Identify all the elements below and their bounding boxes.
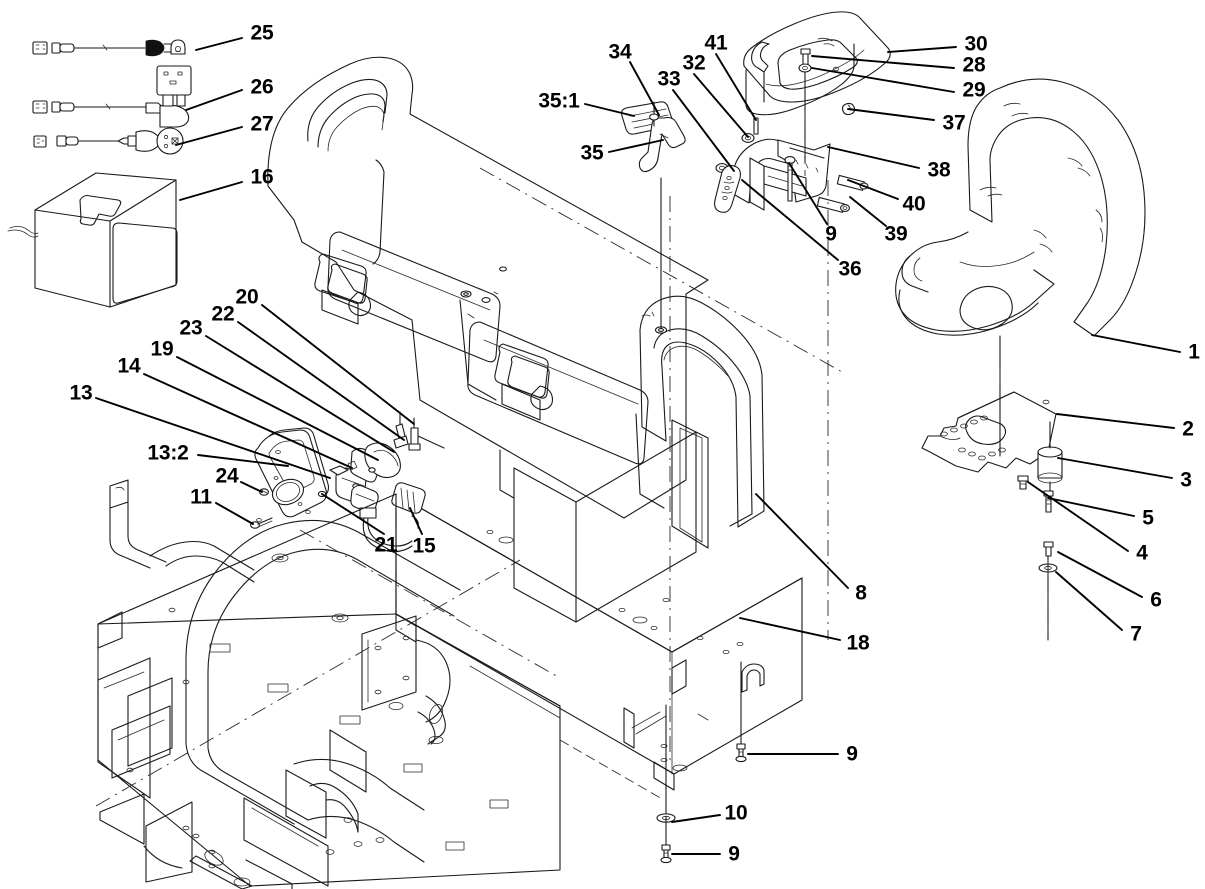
callout-37: 37 — [942, 111, 966, 135]
callout-29: 29 — [962, 78, 986, 102]
leader-line-41 — [715, 53, 757, 121]
leader-line-4 — [1027, 481, 1129, 552]
callout-10: 10 — [724, 801, 748, 825]
callout-33: 33 — [657, 67, 681, 91]
leader-line-34 — [629, 61, 660, 116]
callout-16: 16 — [250, 165, 274, 189]
callout-3: 3 — [1180, 468, 1192, 492]
callout-9b: 9 — [846, 742, 858, 766]
callout-30: 30 — [964, 32, 988, 56]
power-cord-straight-plug-art — [32, 39, 186, 57]
leader-line-16 — [179, 181, 243, 201]
leader-line-11 — [215, 502, 254, 525]
callout-28: 28 — [962, 53, 986, 77]
seat-assembly-art — [895, 78, 1146, 367]
console-panel-art — [250, 411, 445, 553]
leader-line-39 — [849, 196, 887, 227]
callout-20: 20 — [235, 285, 259, 309]
callout-9: 9 — [825, 222, 837, 246]
callout-26: 26 — [250, 75, 274, 99]
callout-39: 39 — [884, 222, 908, 246]
leader-line-3 — [1057, 457, 1173, 479]
callout-5: 5 — [1142, 506, 1154, 530]
callout-34: 34 — [608, 40, 632, 64]
leader-line-27 — [175, 126, 243, 146]
callout-22: 22 — [211, 302, 235, 326]
callout-9c: 9 — [728, 842, 740, 866]
callout-35: 35 — [580, 141, 604, 165]
leader-line-21 — [321, 493, 385, 535]
callout-41: 41 — [704, 31, 728, 55]
leader-line-28 — [811, 55, 955, 69]
assembly-centerlines — [95, 110, 1049, 807]
callout-27: 27 — [250, 112, 274, 136]
leader-line-37 — [847, 108, 935, 121]
callout-14: 14 — [117, 354, 141, 378]
callout-13:2: 13:2 — [147, 441, 189, 465]
callout-11: 11 — [190, 485, 212, 509]
leader-line-6 — [1057, 551, 1143, 598]
leader-line-1 — [1091, 334, 1181, 353]
leader-line-7 — [1055, 571, 1123, 631]
callout-36: 36 — [838, 257, 862, 281]
leader-line-5 — [1047, 497, 1135, 517]
callout-leader-lines — [95, 37, 1181, 855]
power-cord-euro-plug-art — [33, 127, 184, 155]
leader-line-32 — [693, 73, 749, 138]
callout-15: 15 — [412, 534, 436, 558]
leader-line-23 — [205, 335, 395, 453]
leader-line-35 — [608, 139, 664, 153]
leader-line-25 — [195, 37, 243, 51]
leader-line-36 — [741, 179, 839, 261]
seat-release-lever-art — [620, 101, 869, 213]
callout-4: 4 — [1136, 541, 1148, 565]
callout-40: 40 — [902, 192, 926, 216]
leader-line-8 — [755, 493, 849, 589]
seat-mounting-plate-art — [921, 365, 1063, 641]
leader-line-22 — [237, 321, 405, 441]
callout-8: 8 — [855, 581, 867, 605]
power-cord-uk-plug-art — [32, 65, 192, 128]
leader-line-35:1 — [584, 103, 635, 117]
callout-7: 7 — [1130, 622, 1142, 646]
callout-1: 1 — [1188, 340, 1200, 364]
callout-2: 2 — [1182, 417, 1194, 441]
leader-line-13 — [95, 397, 331, 479]
callout-38: 38 — [927, 158, 951, 182]
leader-line-10 — [671, 814, 721, 823]
leader-line-38 — [827, 146, 920, 169]
callout-18: 18 — [846, 631, 870, 655]
leader-line-30 — [887, 46, 957, 53]
callout-32: 32 — [682, 51, 706, 75]
leader-line-20 — [261, 304, 415, 425]
leader-line-24 — [240, 481, 263, 493]
callout-23: 23 — [179, 316, 203, 340]
lower-fasteners-art — [656, 661, 747, 864]
leader-line-14 — [143, 373, 353, 469]
callout-19: 19 — [150, 337, 174, 361]
leader-line-26 — [185, 89, 243, 111]
leader-line-15 — [409, 507, 423, 535]
callout-24: 24 — [215, 464, 239, 488]
callout-21: 21 — [374, 533, 398, 557]
leader-line-18 — [739, 617, 841, 641]
callout-35:1: 35:1 — [538, 89, 580, 113]
leader-line-40 — [847, 179, 899, 200]
leader-line-2 — [1056, 413, 1175, 429]
leader-line-29 — [811, 67, 955, 93]
leader-line-19 — [176, 356, 379, 461]
callout-13: 13 — [69, 381, 93, 405]
leader-line-33 — [672, 89, 735, 172]
callout-25: 25 — [250, 21, 274, 45]
leader-line-13:2 — [197, 454, 289, 467]
battery-charger-box-art — [7, 172, 178, 308]
callout-6: 6 — [1150, 588, 1162, 612]
leader-line-9 — [788, 162, 828, 225]
chassis-frame-art — [97, 479, 561, 889]
